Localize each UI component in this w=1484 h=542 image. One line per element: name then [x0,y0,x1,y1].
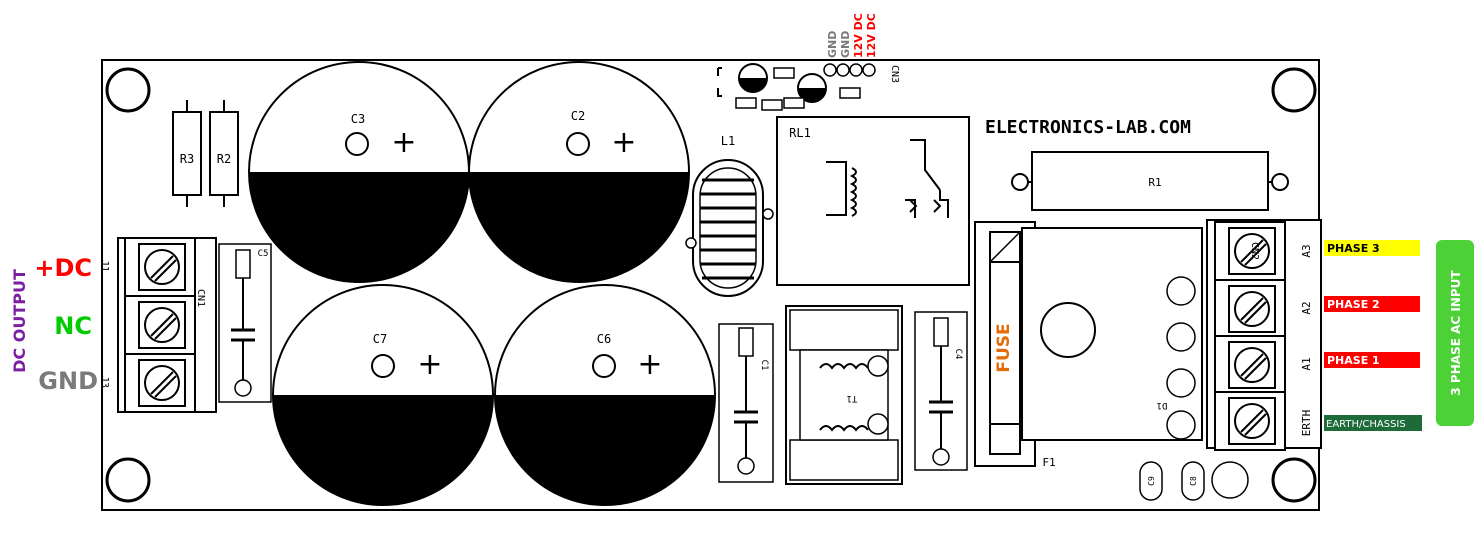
fuse-label: FUSE [994,323,1014,372]
phase2-tag: PHASE 2 [1327,298,1380,311]
j3-label: J3 [99,376,110,388]
erth-label: ERTH [1300,410,1313,437]
capacitor-c1: C1 [718,323,774,483]
resistor-r3: R3 [172,100,202,207]
r2-label: R2 [217,152,231,166]
dc-output-terminal-block: J1 J3 CN1 [99,237,217,413]
header-label-12v-1: 12V DC [852,13,865,58]
transformer-t1: T1 [785,305,903,485]
gnd-label: GND [38,367,98,395]
j1-label: J1 [99,260,110,272]
d1-label: D1 [1157,400,1168,410]
top-smd-area: CN3 [717,63,900,111]
mounting-hole-top-left [105,67,151,113]
plus-dc-label: +DC [34,254,92,282]
bridge-rectifier-d1: D1 [1021,227,1203,441]
phase1-tag-bg [1324,352,1420,368]
capacitor-c8: C8 [1181,461,1205,501]
resistor-r2: R2 [209,100,239,207]
header-label-12v-2: 12V DC [865,13,878,58]
capacitor-c3: + C3 [248,61,470,283]
cn3-label: CN3 [889,65,900,83]
c8-label: C8 [1189,476,1198,486]
dc-output-callout: DC OUTPUT +DC NC GND [10,254,98,395]
phase3-tag: PHASE 3 [1327,242,1380,255]
a1-label: A1 [1300,357,1313,370]
mounting-hole-bottom-left [105,457,151,503]
c1-label: C1 [759,360,769,371]
r3-label: R3 [180,152,194,166]
r1-label: R1 [1148,176,1161,189]
relay-rl1: RL1 [776,116,970,286]
c9-label: C9 [1147,476,1156,486]
c5-label: C5 [258,249,269,259]
ac-input-title: 3 PHASE AC INPUT [1449,270,1463,396]
c7-label: C7 [373,332,387,346]
phase2-tag-bg [1324,296,1420,312]
c4-label: C4 [953,349,963,360]
header-pin-labels: GND GND 12V DC 12V DC [826,13,878,58]
a2-label: A2 [1300,301,1313,314]
c2-label: C2 [571,109,585,123]
l1-label: L1 [721,134,735,148]
a3-label: A3 [1300,244,1313,257]
header-label-gnd-1: GND [826,31,839,58]
svg-text:+: + [637,347,662,382]
c3-label: C3 [351,112,365,126]
cn2-label: CN2 [1249,242,1260,260]
test-point [1211,461,1249,499]
brand-label: ELECTRONICS-LAB.COM [985,117,1191,138]
mounting-hole-top-right [1271,67,1317,113]
svg-text:+: + [417,347,442,382]
capacitor-c6: + C6 [494,284,716,506]
mounting-hole-bottom-right [1271,457,1317,503]
capacitor-c4: C4 [914,311,968,471]
capacitor-c2: + C2 [468,61,690,283]
capacitor-c5: C5 [218,243,272,403]
resistor-r1: R1 [1011,151,1289,211]
t1-label: T1 [847,393,858,403]
ac-input-callout: 3 PHASE AC INPUT [1436,240,1474,426]
earth-tag: EARTH/CHASSIS [1326,419,1406,430]
inductor-l1: L1 [685,134,774,297]
svg-text:+: + [391,125,416,160]
phase-tags: PHASE 3 PHASE 2 PHASE 1 EARTH/CHASSIS [1324,240,1422,431]
phase1-tag: PHASE 1 [1327,354,1380,367]
cn1-label: CN1 [195,289,206,307]
ac-input-terminal-block: CN2 A3 A2 A1 ERTH [1206,219,1322,451]
dc-output-title: DC OUTPUT [10,269,29,373]
earth-tag-bg [1324,415,1422,431]
c6-label: C6 [597,332,611,346]
header-label-gnd-2: GND [839,31,852,58]
f1-label: F1 [1042,456,1055,469]
nc-label: NC [54,312,92,340]
phase3-tag-bg [1324,240,1420,256]
capacitor-c9: C9 [1139,461,1163,501]
svg-text:+: + [611,125,636,160]
capacitor-c7: + C7 [272,284,494,506]
rl1-label: RL1 [789,126,811,140]
